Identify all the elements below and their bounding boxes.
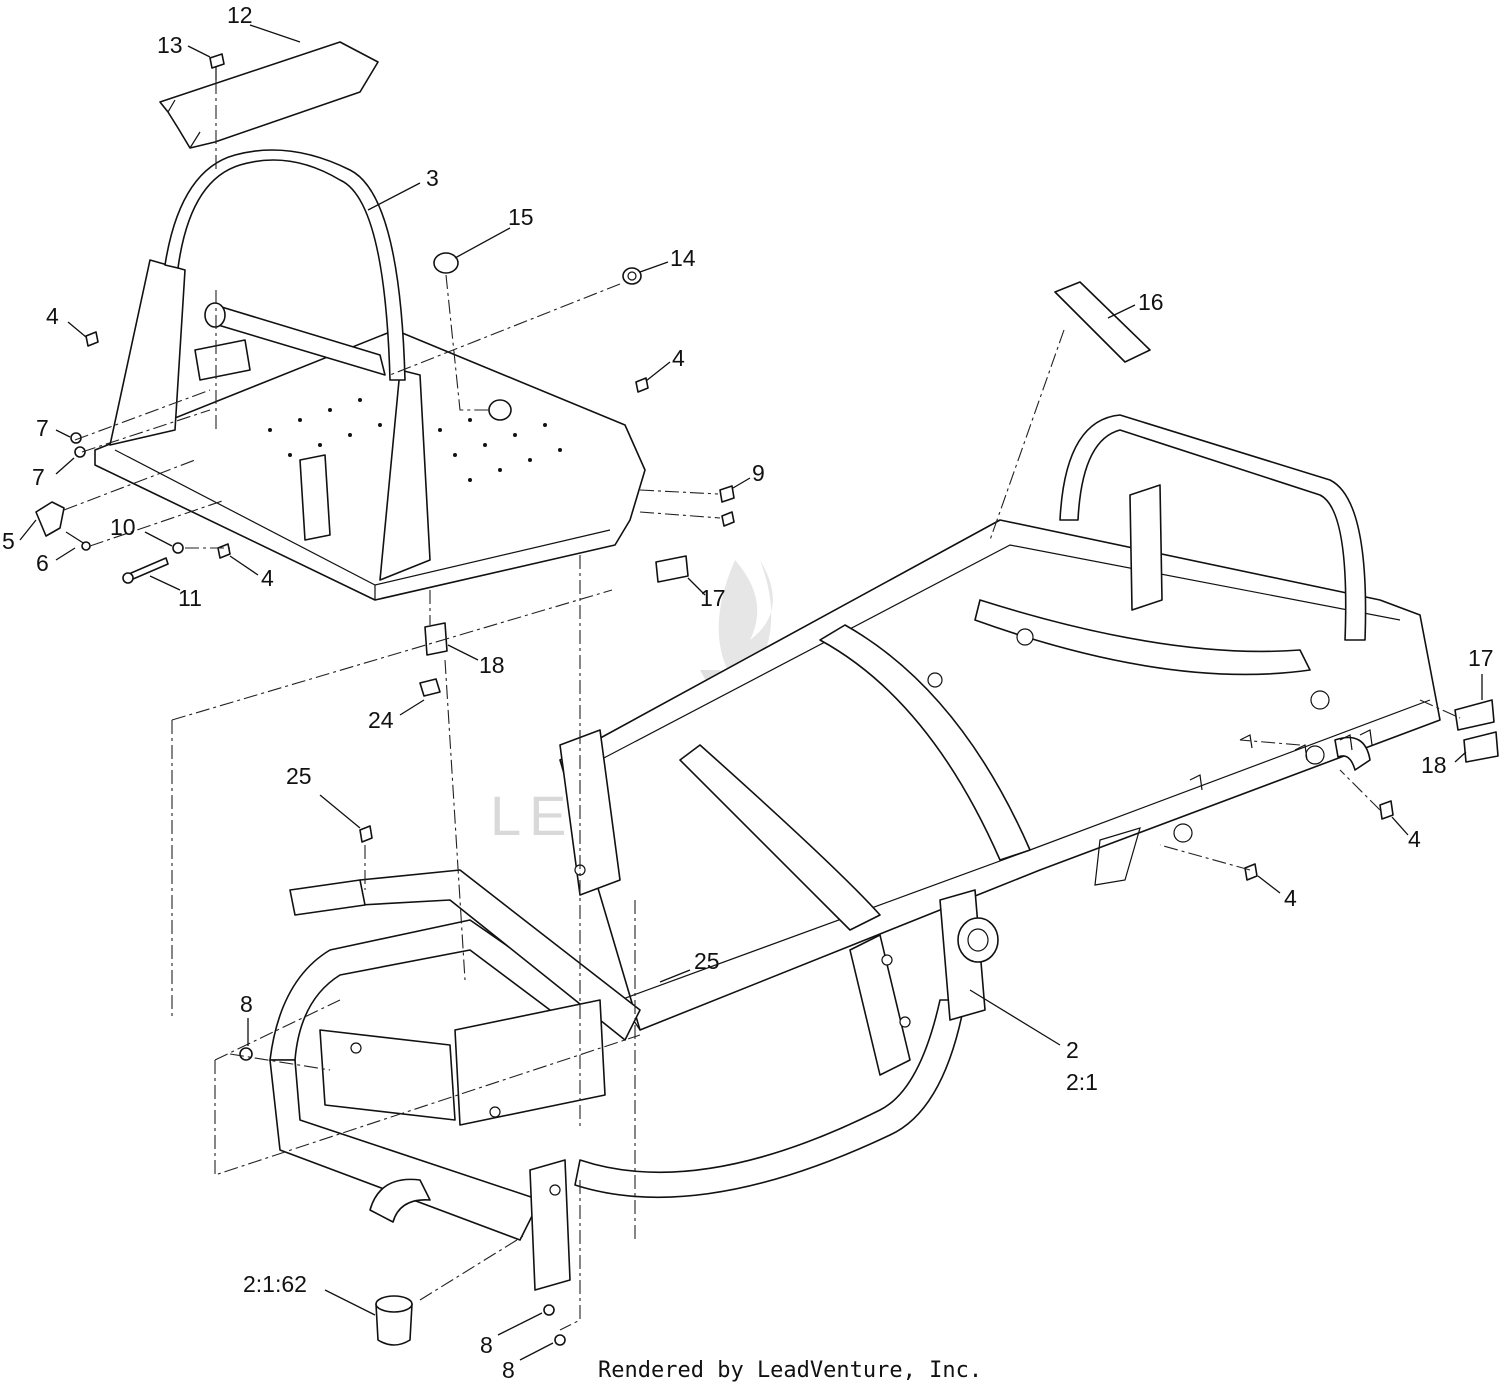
callout-16: 16 xyxy=(1138,289,1164,315)
callout-12: 12 xyxy=(227,2,253,28)
part-clip-4-right xyxy=(1379,800,1394,820)
part-decal-24 xyxy=(419,678,441,697)
part-bolt-11 xyxy=(122,557,169,584)
part-fastener-4-lower xyxy=(217,543,231,559)
part-decal-16 xyxy=(1054,281,1151,363)
part-washer-10 xyxy=(172,542,184,554)
part-grommet-15 xyxy=(433,252,512,421)
part-main-frame xyxy=(269,414,1441,1291)
callout-4-lower: 4 xyxy=(261,565,274,591)
callout-9: 9 xyxy=(752,460,765,486)
credit-text: Rendered by LeadVenture, Inc. xyxy=(598,1358,982,1383)
leader-lines xyxy=(19,24,1483,1361)
callout-7-upper: 7 xyxy=(36,415,49,441)
callout-3: 3 xyxy=(426,165,439,191)
callout-2-1-62: 2:1:62 xyxy=(243,1271,307,1297)
callout-2: 2 xyxy=(1066,1037,1079,1063)
callout-7-lower: 7 xyxy=(32,464,45,490)
callout-17-right: 17 xyxy=(1468,645,1494,671)
part-nut-8-bottom-b xyxy=(554,1334,566,1346)
callout-25-right: 25 xyxy=(694,948,720,974)
callout-14: 14 xyxy=(670,245,696,271)
callout-11: 11 xyxy=(178,585,202,611)
part-bumper-2-1-62 xyxy=(375,1295,413,1346)
callout-8-bottom-a: 8 xyxy=(480,1332,493,1358)
part-nut-7b xyxy=(74,446,86,458)
callout-10: 10 xyxy=(110,514,136,540)
part-seat-platform xyxy=(94,149,646,601)
part-clip-4-mid xyxy=(1244,863,1258,881)
callout-8-bottom-b: 8 xyxy=(502,1357,515,1383)
part-decal-17-right xyxy=(1454,699,1495,731)
part-cover-plate xyxy=(159,41,379,149)
callout-18-left: 18 xyxy=(479,652,505,678)
part-nut-8-left xyxy=(239,1047,253,1061)
callout-17-left: 17 xyxy=(700,585,726,611)
callout-4-mid: 4 xyxy=(1284,885,1297,911)
part-nut-8-bottom-a xyxy=(543,1304,555,1316)
part-bolt-9 xyxy=(719,485,735,527)
callout-8-left: 8 xyxy=(240,991,253,1017)
part-fastener-4-upper-left xyxy=(85,331,99,347)
part-fastener-4-upper-right xyxy=(635,377,649,393)
callout-4-upper-right: 4 xyxy=(672,345,685,371)
part-bracket-5 xyxy=(35,501,65,537)
assembly-lines xyxy=(63,80,1461,1331)
part-clip-25-left xyxy=(359,825,373,843)
callout-18-right: 18 xyxy=(1421,752,1447,778)
part-pin-6 xyxy=(65,531,91,551)
callout-13: 13 xyxy=(157,32,183,58)
part-decal-18-left xyxy=(424,622,448,656)
callout-25-left: 25 xyxy=(286,763,312,789)
part-decal-17-left xyxy=(655,555,689,583)
callout-2-1: 2:1 xyxy=(1066,1069,1098,1095)
callout-24: 24 xyxy=(368,707,394,733)
callout-5: 5 xyxy=(2,528,15,554)
callout-4-right: 4 xyxy=(1408,826,1421,852)
part-bolt-13 xyxy=(209,53,225,80)
part-ring-14 xyxy=(622,267,642,285)
callout-6: 6 xyxy=(36,550,49,576)
part-decal-18-right xyxy=(1463,731,1499,763)
callout-4-upper-left: 4 xyxy=(46,303,59,329)
callout-15: 15 xyxy=(508,204,534,230)
